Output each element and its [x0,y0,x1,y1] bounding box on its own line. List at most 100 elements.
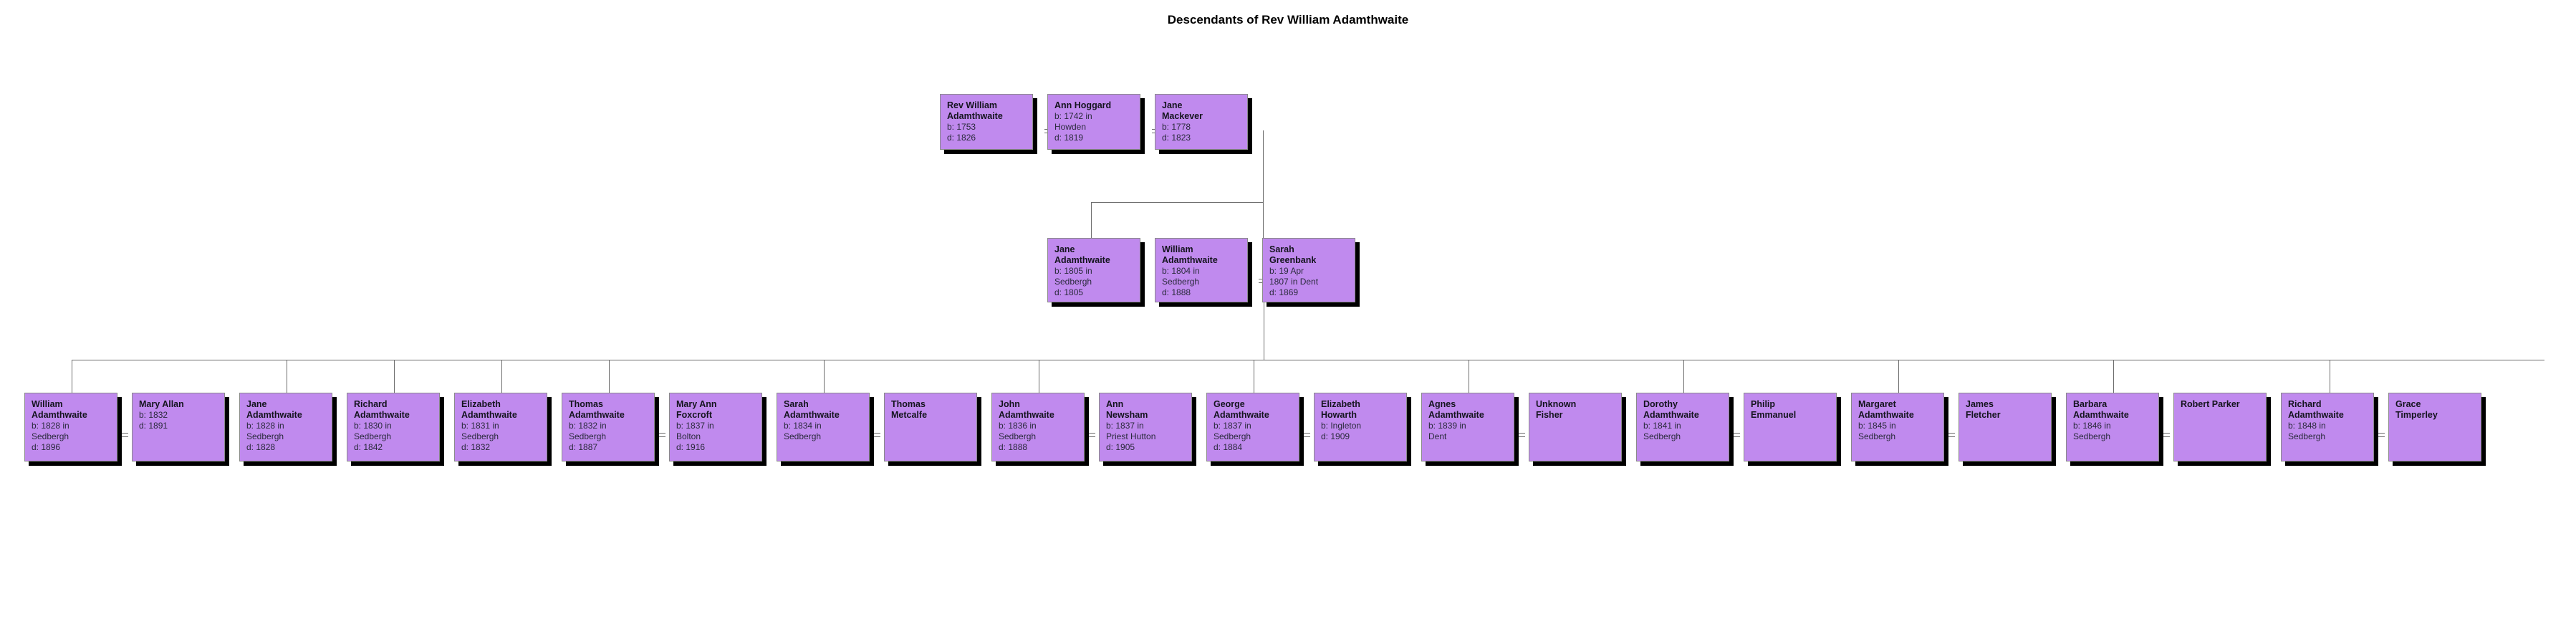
person-details: b: 1848 in Sedbergh [2288,421,2326,441]
child-drop-barbara-1846 [2113,360,2114,393]
person-details: b: 1834 in Sedbergh [784,421,822,441]
person-name: Elizabeth Adamthwaite [461,399,517,420]
person-name: Dorothy Adamthwaite [1643,399,1699,420]
person-details: b: 1839 in Dent [1428,421,1466,441]
person-name: Sarah Adamthwaite [784,399,840,420]
marriage-link-john-ann [1085,433,1095,437]
person-node-ann-hoggard[interactable]: Ann Hoggard b: 1742 in Howden d: 1819 [1047,94,1140,150]
person-node-elizabeth-howarth[interactable]: Elizabeth Howarth b: Ingleton d: 1909 [1314,393,1407,461]
person-details: b: 1828 in Sedbergh d: 1896 [32,421,69,452]
person-node-william-adamthwaite-1828[interactable]: William Adamthwaite b: 1828 in Sedbergh … [24,393,117,461]
person-details: b: 1845 in Sedbergh [1858,421,1896,441]
person-node-john-adamthwaite-1836[interactable]: John Adamthwaite b: 1836 in Sedbergh d: … [991,393,1085,461]
person-name: Barbara Adamthwaite [2073,399,2129,420]
marriage-link-dorothy-philip [1730,433,1740,437]
person-name: Philip Emmanuel [1751,399,1797,420]
person-name: Margaret Adamthwaite [1858,399,1914,420]
person-node-james-fletcher[interactable]: James Fletcher [1959,393,2052,461]
person-name: Sarah Greenbank [1269,244,1317,265]
child-drop-jane-1805 [1091,202,1092,238]
person-node-grace-timperley[interactable]: Grace Timperley [2388,393,2481,461]
person-details: b: 1753 d: 1826 [947,122,976,143]
marriage-link-william-mary [118,433,128,437]
marriage-link-sarah-metcalfe [870,433,880,437]
person-name: Jane Mackever [1162,100,1203,121]
marriage-link-george-elizabeth [1300,433,1310,437]
person-node-margaret-adamthwaite-1845[interactable]: Margaret Adamthwaite b: 1845 in Sedbergh [1851,393,1944,461]
person-node-mary-allan[interactable]: Mary Allan b: 1832 d: 1891 [132,393,225,461]
person-node-jane-adamthwaite-1805[interactable]: Jane Adamthwaite b: 1805 in Sedbergh d: … [1047,238,1140,302]
person-details: b: 1830 in Sedbergh d: 1842 [354,421,392,452]
person-name: James Fletcher [1966,399,2001,420]
person-name: Richard Adamthwaite [354,399,410,420]
person-details: b: 1846 in Sedbergh [2073,421,2111,441]
person-name: Richard Adamthwaite [2288,399,2344,420]
person-name: William Adamthwaite [32,399,87,420]
person-details: b: 1831 in Sedbergh d: 1832 [461,421,499,452]
person-name: Unknown Fisher [1536,399,1577,420]
person-details: b: 19 Apr 1807 in Dent d: 1869 [1269,266,1319,297]
marriage-link-thomas-maryann [655,433,665,437]
person-details: b: 1837 in Priest Hutton d: 1905 [1106,421,1156,452]
person-node-thomas-adamthwaite-1832[interactable]: Thomas Adamthwaite b: 1832 in Sedbergh d… [562,393,655,461]
person-node-richard-adamthwaite-1848[interactable]: Richard Adamthwaite b: 1848 in Sedbergh [2281,393,2374,461]
person-node-william-adamthwaite-1804[interactable]: William Adamthwaite b: 1804 in Sedbergh … [1155,238,1248,302]
person-name: George Adamthwaite [1213,399,1269,420]
person-details: b: 1742 in Howden d: 1819 [1054,111,1092,143]
person-node-jane-adamthwaite-1828[interactable]: Jane Adamthwaite b: 1828 in Sedbergh d: … [239,393,332,461]
marriage-link-richard-grace [2375,433,2385,437]
child-drop-thomas-1832 [609,360,610,393]
person-details: b: 1837 in Bolton d: 1916 [676,421,714,452]
person-node-unknown-fisher[interactable]: Unknown Fisher [1529,393,1622,461]
person-node-thomas-metcalfe[interactable]: Thomas Metcalfe [884,393,977,461]
marriage-link-agnes-fisher [1515,433,1525,437]
descent-line-gen1 [1263,130,1264,238]
person-node-barbara-adamthwaite-1846[interactable]: Barbara Adamthwaite b: 1846 in Sedbergh [2066,393,2159,461]
person-details: b: 1778 d: 1823 [1162,122,1191,143]
person-node-richard-adamthwaite-1830[interactable]: Richard Adamthwaite b: 1830 in Sedbergh … [347,393,440,461]
person-name: Jane Adamthwaite [246,399,302,420]
person-node-robert-parker[interactable]: Robert Parker [2173,393,2267,461]
person-details: b: 1836 in Sedbergh d: 1888 [999,421,1037,452]
person-details: b: 1804 in Sedbergh d: 1888 [1162,266,1200,297]
marriage-link-margaret-james [1945,433,1955,437]
person-name: William Adamthwaite [1162,244,1218,265]
person-node-dorothy-adamthwaite-1841[interactable]: Dorothy Adamthwaite b: 1841 in Sedbergh [1636,393,1729,461]
child-drop-margaret-1845 [1898,360,1899,393]
person-name: Mary Allan [139,399,184,409]
child-drop-sarah-1834 [824,360,825,393]
person-details: b: 1837 in Sedbergh d: 1884 [1213,421,1251,452]
person-name: John Adamthwaite [999,399,1054,420]
person-name: Agnes Adamthwaite [1428,399,1484,420]
person-name: Mary Ann Foxcroft [676,399,717,420]
person-node-rev-william-adamthwaite[interactable]: Rev William Adamthwaite b: 1753 d: 1826 [940,94,1033,150]
person-name: Elizabeth Howarth [1321,399,1360,420]
person-node-philip-emmanuel[interactable]: Philip Emmanuel [1744,393,1837,461]
person-name: Thomas Adamthwaite [569,399,625,420]
person-details: b: 1832 in Sedbergh d: 1887 [569,421,607,452]
person-name: Robert Parker [2181,399,2240,409]
person-details: b: 1841 in Sedbergh [1643,421,1681,441]
person-details: b: 1805 in Sedbergh d: 1805 [1054,266,1092,297]
person-node-ann-newsham[interactable]: Ann Newsham b: 1837 in Priest Hutton d: … [1099,393,1192,461]
person-name: Rev William Adamthwaite [947,100,1003,121]
child-drop-elizabeth-1831 [501,360,502,393]
person-name: Ann Newsham [1106,399,1148,420]
child-drop-richard-1830 [394,360,395,393]
person-details: b: 1832 d: 1891 [139,410,168,431]
person-node-agnes-adamthwaite-1839[interactable]: Agnes Adamthwaite b: 1839 in Dent [1421,393,1514,461]
marriage-link-barbara-robert [2160,433,2170,437]
person-node-mary-ann-foxcroft[interactable]: Mary Ann Foxcroft b: 1837 in Bolton d: 1… [669,393,762,461]
person-node-elizabeth-adamthwaite-1831[interactable]: Elizabeth Adamthwaite b: 1831 in Sedberg… [454,393,547,461]
person-node-jane-mackever[interactable]: Jane Mackever b: 1778 d: 1823 [1155,94,1248,150]
child-drop-william-1804 [1263,202,1264,238]
person-node-sarah-greenbank[interactable]: Sarah Greenbank b: 19 Apr 1807 in Dent d… [1262,238,1355,302]
person-details: b: 1828 in Sedbergh d: 1828 [246,421,284,452]
page-title: Descendants of Rev William Adamthwaite [1167,13,1409,27]
person-name: Jane Adamthwaite [1054,244,1110,265]
person-name: Ann Hoggard [1054,100,1112,110]
person-node-sarah-adamthwaite-1834[interactable]: Sarah Adamthwaite b: 1834 in Sedbergh [777,393,870,461]
person-node-george-adamthwaite-1837[interactable]: George Adamthwaite b: 1837 in Sedbergh d… [1206,393,1299,461]
child-drop-dorothy-1841 [1683,360,1684,393]
